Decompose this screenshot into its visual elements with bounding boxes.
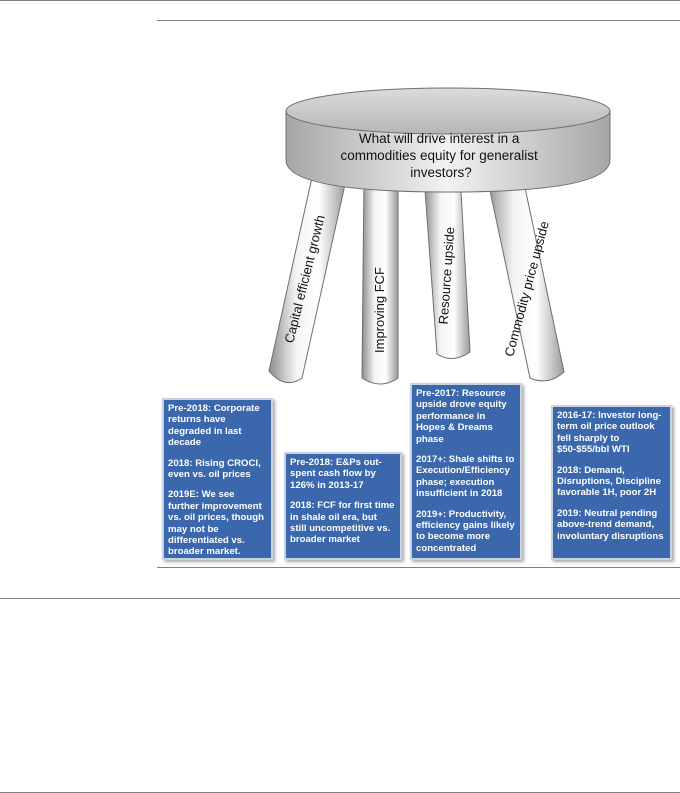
card-2-para-2: 2018: FCF for first time in shale oil er… — [290, 500, 395, 546]
stool-diagram: Capital efficient growth Improving FCF R… — [268, 87, 611, 385]
figure-top-rule — [157, 20, 680, 21]
leg-label-resource-upside: Resource upside — [436, 227, 458, 325]
card-1-para-3: 2019E: We see further improvement vs. oi… — [168, 489, 264, 558]
card-2-para-1: Pre-2018: E&Ps out-spent cash flow by 12… — [290, 457, 382, 491]
leg-label-improving-fcf: Improving FCF — [372, 267, 387, 353]
card-resource-upside: Pre-2017: Resource upside drove equity p… — [410, 383, 522, 560]
seat-question-line-3: investors? — [410, 165, 472, 180]
stool-seat: What will drive interest in a commoditie… — [285, 87, 611, 193]
leg-improving-fcf: Improving FCF — [361, 175, 399, 385]
card-capital-efficient-growth: Pre-2018: Corporate returns have degrade… — [162, 398, 273, 560]
section-rule — [0, 598, 680, 599]
card-1-para-2: 2018: Rising CROCI, even vs. oil prices — [168, 457, 261, 481]
seat-question-line-2: commodities equity for generalist — [340, 148, 538, 163]
leg-capital-efficient-growth: Capital efficient growth — [268, 172, 347, 384]
figure-bottom-rule — [157, 567, 680, 568]
card-improving-fcf: Pre-2018: E&Ps out-spent cash flow by 12… — [284, 452, 402, 560]
card-3-para-2: 2017+: Shale shifts to Execution/Efficie… — [416, 454, 515, 500]
top-rule — [0, 0, 680, 1]
card-4-para-2: 2018: Demand, Disruptions, Discipline fa… — [557, 464, 661, 499]
leg-resource-upside: Resource upside — [423, 173, 471, 359]
card-1-para-1: Pre-2018: Corporate returns have degrade… — [168, 403, 260, 449]
leg-commodity-price-upside: Commodity price upside — [485, 163, 565, 382]
card-4-para-1: 2016-17: Investor long-term oil price ou… — [557, 410, 662, 456]
card-3-para-1: Pre-2017: Resource upside drove equity p… — [416, 388, 507, 445]
card-3-para-3: 2019+: Productivity, efficiency gains li… — [416, 508, 515, 554]
seat-question: What will drive interest in a commoditie… — [340, 131, 541, 180]
card-commodity-price-upside: 2016-17: Investor long-term oil price ou… — [551, 405, 672, 560]
card-4-para-3: 2019: Neutral pending above-trend demand… — [557, 507, 664, 542]
seat-question-line-1: What will drive interest in a — [359, 131, 520, 146]
